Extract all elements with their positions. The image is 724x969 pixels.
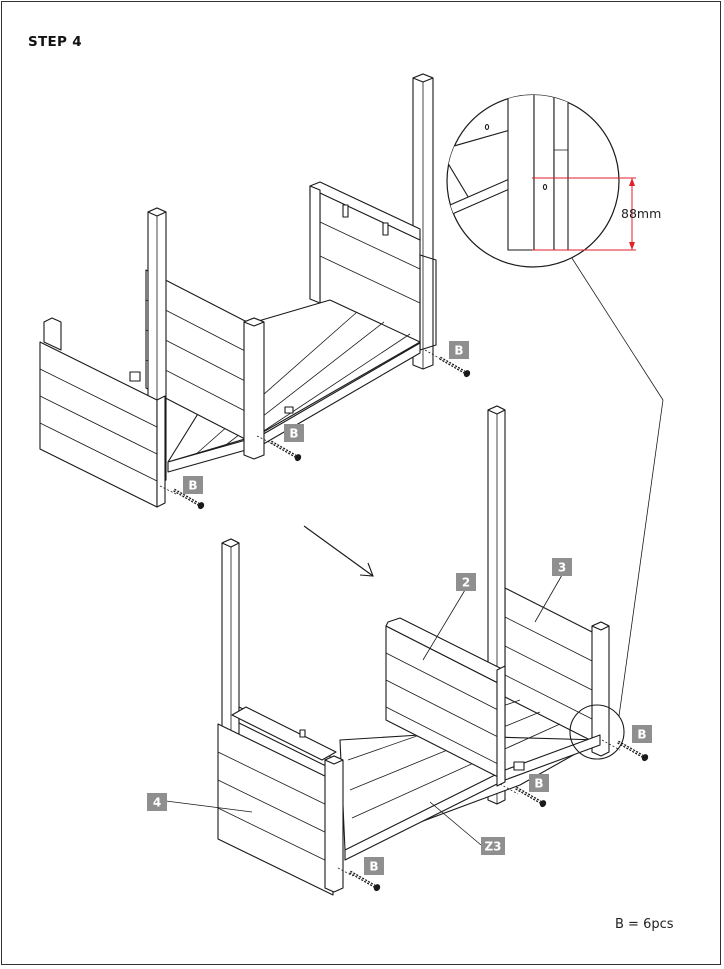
step-title: STEP 4	[28, 34, 82, 50]
screw-icon	[438, 356, 473, 380]
screw-icon	[616, 740, 651, 764]
detail-callout-circle	[569, 704, 625, 760]
part-label-z3: Z3	[481, 837, 505, 855]
svg-text:B: B	[188, 479, 197, 493]
bottom-assembly	[165, 251, 664, 896]
top-assembly	[39, 73, 473, 512]
detail-view: 88mm	[446, 94, 661, 268]
svg-text:2: 2	[462, 576, 470, 590]
screw-label: B	[632, 725, 652, 743]
svg-text:4: 4	[153, 796, 161, 810]
svg-text:B: B	[289, 427, 298, 441]
svg-text:3: 3	[558, 561, 566, 575]
part-label-2: 2	[456, 573, 476, 591]
svg-text:B: B	[637, 728, 646, 742]
dimension-label: 88mm	[621, 206, 661, 221]
screw-label: B	[529, 774, 549, 792]
screw-label: B	[364, 857, 384, 875]
arrow-icon	[303, 525, 374, 577]
svg-text:B: B	[454, 344, 463, 358]
svg-text:Z3: Z3	[484, 840, 501, 854]
screw-icon	[348, 870, 383, 894]
quantity-note: B = 6pcs	[615, 917, 674, 932]
screw-label: B	[449, 341, 469, 359]
screw-label: B	[284, 424, 304, 442]
svg-text:B: B	[369, 860, 378, 874]
part-label-4: 4	[147, 793, 167, 811]
svg-text:B: B	[534, 777, 543, 791]
screw-label: B	[183, 476, 203, 494]
part-label-3: 3	[552, 558, 572, 576]
screw-icon	[269, 440, 304, 464]
